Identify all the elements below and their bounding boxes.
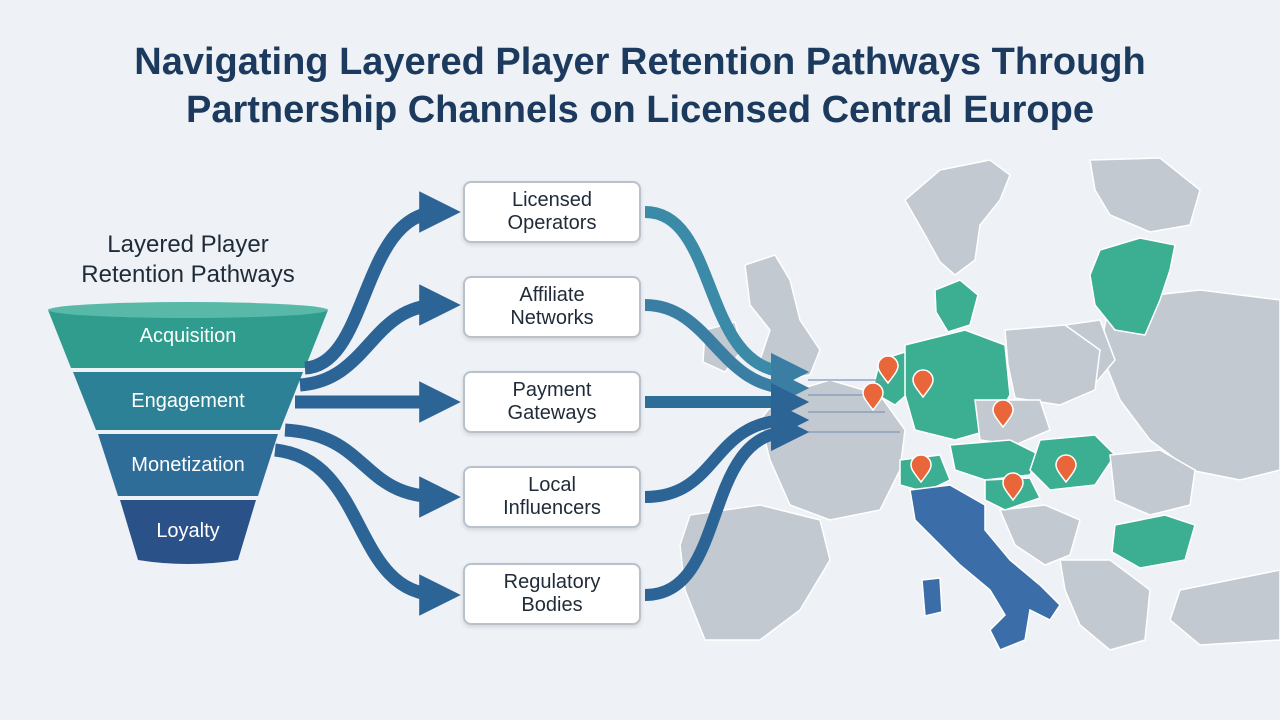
map-markers	[862, 355, 1077, 502]
map-marker-icon	[912, 369, 934, 399]
funnel-stage-acquisition	[48, 310, 328, 368]
map-region-austria	[949, 439, 1042, 481]
map-region-sardinia	[921, 577, 943, 617]
map-region-italy	[909, 484, 1061, 651]
funnel-stage-loyalty	[120, 500, 256, 564]
map-marker-icon	[992, 399, 1014, 429]
arrow-to-affiliate-networks	[299, 284, 461, 392]
arrow-to-licensed-operators	[304, 191, 461, 375]
map-region-bulgaria	[1111, 514, 1196, 569]
channel-label: Affiliate Networks	[510, 284, 594, 329]
funnel-stage-label: Monetization	[131, 454, 244, 476]
channel-to-map-arrows	[644, 206, 810, 601]
map-region-finland	[1089, 157, 1201, 233]
channel-box-affiliate-networks: Affiliate Networks	[463, 276, 641, 338]
channel-box-licensed-operators: Licensed Operators	[463, 181, 641, 243]
arrow-from-licensed-operators	[644, 206, 810, 392]
map-marker-icon	[1055, 454, 1077, 484]
map-region-uk	[744, 254, 821, 381]
map-region-scandinavia	[904, 159, 1011, 276]
map-marker-icon	[877, 355, 899, 385]
map-region-balkans-west	[998, 504, 1081, 566]
funnel-stage-label: Loyalty	[156, 520, 219, 542]
arrow-to-local-influencers	[284, 423, 461, 518]
funnel-stage-engagement	[73, 372, 303, 430]
arrow-to-regulatory-bodies	[274, 443, 461, 616]
map-region-iberia	[679, 504, 831, 641]
map-region-romania	[1109, 449, 1196, 516]
map-marker-icon	[1002, 472, 1024, 502]
map-region-turkey	[1169, 569, 1280, 646]
funnel-stage-label: Engagement	[131, 390, 245, 412]
funnel-stage-label: Acquisition	[140, 325, 237, 347]
page-title: Navigating Layered Player Retention Path…	[0, 38, 1280, 134]
title-line-1: Navigating Layered Player Retention Path…	[134, 41, 1146, 83]
channel-label: Licensed Operators	[507, 189, 597, 234]
funnel-title-text: Layered Player Retention Pathways	[81, 231, 295, 288]
funnel-stage-monetization	[98, 434, 278, 496]
channel-label: Local Influencers	[503, 474, 601, 519]
channel-box-regulatory-bodies: Regulatory Bodies	[463, 563, 641, 625]
channel-label: Regulatory Bodies	[503, 571, 601, 616]
channel-box-local-influencers: Local Influencers	[463, 466, 641, 528]
title-line-2: Partnership Channels on Licensed Central…	[186, 89, 1094, 131]
funnel-to-channel-arrows	[274, 191, 461, 616]
channel-box-payment-gateways: Payment Gateways	[463, 371, 641, 433]
map-region-balkans-south	[1059, 559, 1151, 651]
map-region-denmark	[934, 279, 979, 333]
retention-funnel: Acquisition Engagement Monetization Loya…	[48, 302, 328, 564]
funnel-title: Layered Player Retention Pathways	[40, 230, 336, 290]
funnel-top-rim	[48, 302, 328, 318]
map-marker-icon	[910, 454, 932, 484]
map-region-poland	[1004, 324, 1101, 406]
arrow-from-affiliate-networks	[644, 299, 810, 408]
channel-label: Payment Gateways	[507, 379, 597, 424]
map-region-baltics	[1089, 237, 1176, 336]
map-marker-icon	[862, 382, 884, 412]
arrow-from-local-influencers	[644, 400, 810, 503]
arrow-from-regulatory-bodies	[644, 412, 810, 601]
map-region-east	[1099, 289, 1280, 481]
